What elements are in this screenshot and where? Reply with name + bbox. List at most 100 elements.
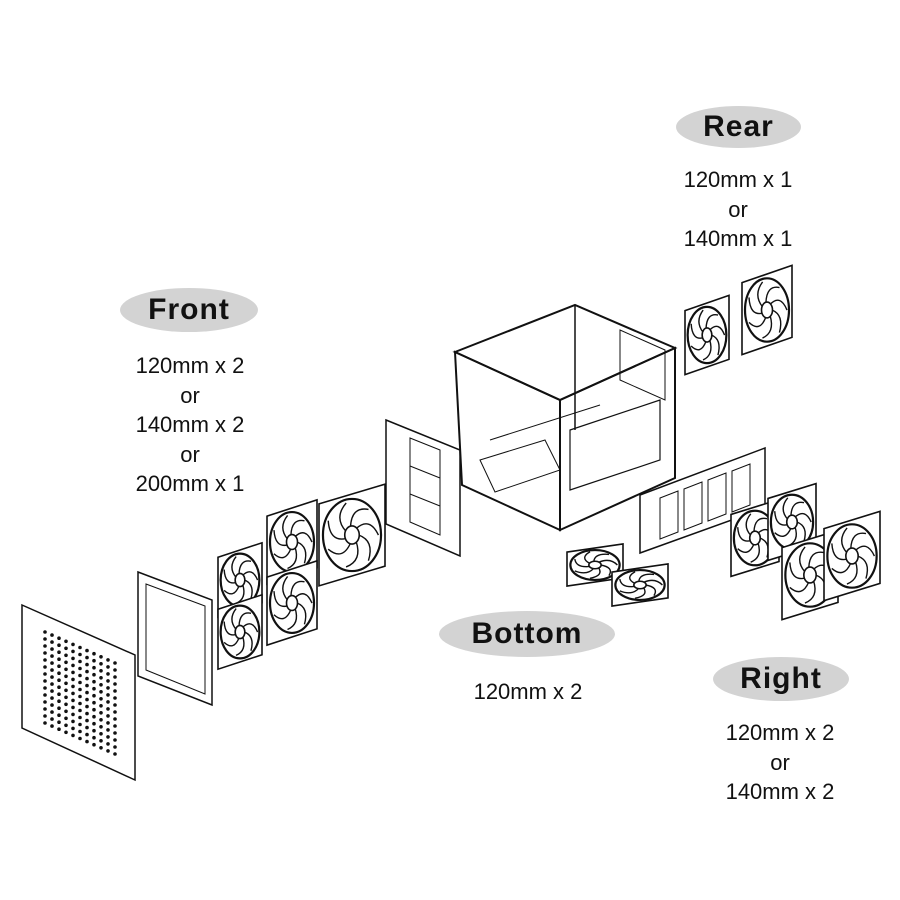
right-label: Right	[713, 657, 849, 701]
mesh-hole	[43, 686, 47, 690]
mesh-hole	[78, 673, 82, 678]
mesh-hole	[50, 710, 54, 714]
mesh-hole	[57, 657, 61, 661]
front-fan-140-bottom	[266, 559, 318, 647]
fan-blade	[782, 497, 789, 520]
mesh-hole	[85, 676, 89, 681]
mesh-hole	[85, 655, 89, 660]
fan-hub	[845, 547, 859, 565]
fan-blade	[753, 517, 768, 532]
fan-blade	[794, 512, 812, 523]
front-spec-line: or	[180, 441, 200, 467]
right-bracket-window	[707, 472, 727, 522]
mesh-hole	[43, 651, 47, 655]
mesh-hole	[106, 679, 110, 683]
fan-blade	[574, 558, 591, 568]
mesh-hole	[64, 639, 68, 644]
mesh-hole	[113, 724, 117, 728]
fan-blade	[598, 559, 618, 566]
mesh-hole	[99, 704, 103, 708]
fan-blade	[238, 612, 252, 627]
mesh-hole	[78, 659, 82, 664]
mesh-hole	[99, 746, 103, 750]
mesh-hole	[106, 742, 110, 746]
fan-blade	[273, 548, 292, 559]
mesh-hole	[78, 736, 82, 741]
mesh-hole	[43, 700, 47, 704]
fan-blade	[745, 513, 752, 536]
fan-blade	[358, 534, 371, 561]
fan-blade	[709, 325, 726, 336]
mesh-hole	[64, 723, 68, 728]
case-side-face	[559, 346, 676, 532]
rear-label: Rear	[676, 106, 801, 148]
mesh-hole	[57, 720, 61, 724]
fan-blade	[296, 541, 307, 564]
mesh-hole	[78, 694, 82, 699]
mesh-hole	[50, 675, 54, 679]
mesh-hole	[57, 643, 61, 647]
fan-blade	[789, 581, 810, 593]
dust-filter-inner	[145, 583, 206, 695]
fan-blade	[690, 340, 707, 351]
fan-blade	[634, 587, 646, 599]
fan-hub	[760, 301, 774, 319]
fan-blade	[855, 545, 876, 557]
mesh-hole	[43, 630, 47, 634]
mesh-hole	[57, 713, 61, 717]
mesh-hole	[71, 719, 75, 724]
mesh-hole	[57, 671, 61, 675]
mesh-hole	[92, 665, 96, 670]
mesh-hole	[113, 668, 117, 672]
mesh-hole	[106, 714, 110, 718]
dust-filter	[137, 570, 213, 707]
fan-hub	[633, 580, 647, 590]
mesh-hole	[99, 662, 103, 666]
mesh-hole	[57, 664, 61, 668]
mesh-hole	[64, 716, 68, 721]
fan-hub	[785, 514, 799, 530]
mesh-hole	[99, 669, 103, 673]
mesh-hole	[50, 654, 54, 658]
fan-hub	[234, 624, 246, 640]
mesh-hole	[57, 685, 61, 689]
fan-blade	[600, 564, 612, 577]
mesh-hole	[71, 691, 75, 696]
fan-blade	[287, 608, 298, 631]
mesh-hole	[64, 646, 68, 651]
mesh-hole	[113, 731, 117, 735]
fan-blade	[711, 334, 720, 356]
fan-blade	[629, 571, 636, 585]
mesh-hole	[71, 649, 75, 654]
fan-blade	[702, 339, 712, 361]
fan-blade	[231, 608, 237, 630]
fan-hub	[803, 566, 817, 584]
mesh-hole	[57, 650, 61, 654]
fan-blade	[804, 580, 816, 604]
mesh-hole	[85, 732, 89, 737]
fan-blade	[273, 609, 292, 620]
mesh-hole	[50, 696, 54, 700]
mesh-hole	[78, 729, 82, 734]
mesh-hole	[99, 683, 103, 687]
mesh-hole	[57, 678, 61, 682]
mesh-hole	[92, 728, 96, 733]
rear-spec-line: or	[728, 196, 748, 222]
fan-blade	[273, 591, 288, 608]
fan-blade	[765, 286, 780, 304]
mesh-hole	[50, 689, 54, 693]
mesh-hole	[64, 702, 68, 707]
right-bracket-window	[731, 463, 751, 513]
rear-fan-120	[684, 294, 730, 376]
mesh-hole	[50, 633, 54, 637]
front-spec-line: 120mm x 2	[135, 353, 245, 378]
fan-hub	[285, 594, 299, 612]
fan-blade	[296, 602, 307, 625]
mesh-hole	[106, 693, 110, 697]
mesh-hole	[99, 732, 103, 736]
fan-blade	[762, 315, 773, 339]
right-spec-line: or	[770, 749, 790, 775]
front-spec-line: or	[180, 382, 200, 408]
mesh-hole	[43, 707, 47, 711]
mesh-hole	[71, 670, 75, 675]
